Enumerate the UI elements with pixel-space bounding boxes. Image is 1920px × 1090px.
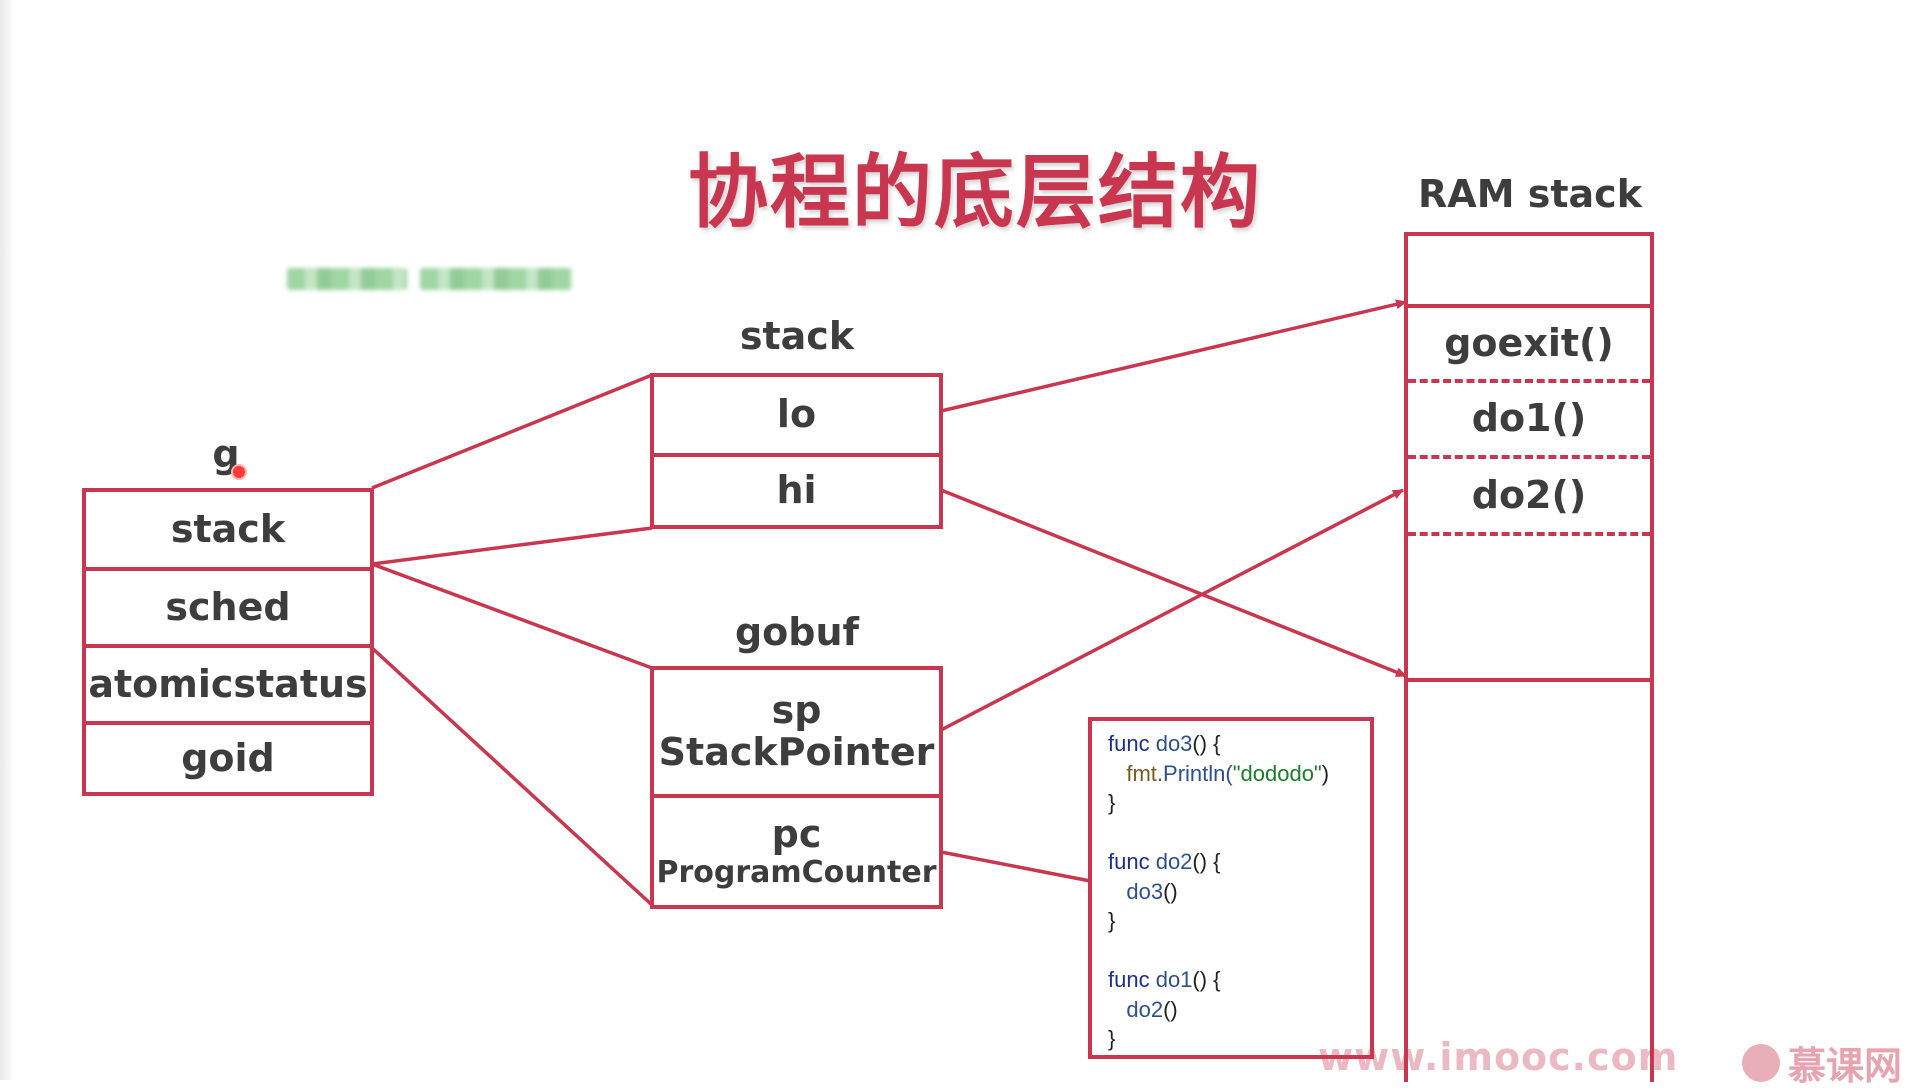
ram-stack-label: RAM stack xyxy=(1418,172,1642,216)
pc-name: pc xyxy=(771,812,822,857)
stack-field-lo: lo xyxy=(776,392,817,437)
ram-frame-lower xyxy=(1408,678,1650,1078)
code-token xyxy=(1108,761,1126,786)
g-struct-box: stack sched atomicstatus goid xyxy=(82,488,374,796)
lo-to-ram-arrow xyxy=(940,299,1407,413)
code-token: } xyxy=(1108,908,1116,933)
g-field-stack: stack xyxy=(170,506,286,551)
blurred-caption-2 xyxy=(420,268,572,290)
code-token: func xyxy=(1108,849,1156,874)
code-token: do3 xyxy=(1126,878,1164,904)
flame-icon xyxy=(1742,1043,1780,1082)
sp-to-ram-arrow xyxy=(940,488,1404,732)
stack-struct-box: lo hi xyxy=(650,373,943,529)
left-edge-shade xyxy=(0,0,14,1080)
ram-frame-do1: do1() xyxy=(1408,379,1650,455)
code-lines: func do3() { fmt.Println("dododo")}func … xyxy=(1108,729,1370,1054)
code-token: () xyxy=(1163,878,1178,904)
g-label: g xyxy=(212,432,240,476)
ram-frame-free xyxy=(1408,532,1650,678)
g-field-atomicstatus: atomicstatus xyxy=(86,644,370,721)
code-token: () { xyxy=(1192,849,1221,874)
code-line: do3() xyxy=(1108,877,1370,907)
sp-full-name: StackPointer xyxy=(658,730,935,774)
code-token: func xyxy=(1108,967,1156,992)
code-token: () xyxy=(1163,996,1178,1022)
code-token: ) xyxy=(1321,760,1330,786)
pc-to-code-arrow xyxy=(940,850,1117,890)
watermark-url: www.imooc.com xyxy=(1318,1035,1679,1079)
ram-stack-box: goexit() do1() do2() xyxy=(1404,232,1654,1082)
gobuf-label: gobuf xyxy=(734,610,860,654)
blurred-caption-1 xyxy=(287,268,407,290)
hi-to-ram-arrow xyxy=(940,488,1407,678)
ram-frame-goexit: goexit() xyxy=(1408,304,1650,379)
code-token: } xyxy=(1108,790,1116,815)
brand-logo: 慕课网 xyxy=(1742,1035,1902,1090)
ram-frame-empty xyxy=(1408,236,1650,304)
g-field-goid: goid xyxy=(86,721,370,792)
code-line xyxy=(1108,936,1370,966)
code-token: do2 xyxy=(1126,996,1164,1022)
code-token xyxy=(1108,879,1126,904)
g-atomicstatus-to-gobuf-bottom xyxy=(370,646,654,907)
gobuf-field-sp: sp StackPointer xyxy=(654,670,939,794)
code-token: do2 xyxy=(1155,849,1193,874)
code-line: func do1() { xyxy=(1108,965,1370,995)
code-token: "dododo" xyxy=(1232,760,1322,786)
g-stack-to-stack-bottom xyxy=(371,526,653,566)
sp-name: sp xyxy=(771,688,822,733)
code-line: fmt.Println("dododo") xyxy=(1108,759,1370,789)
g-sched-to-gobuf-top xyxy=(371,562,653,670)
code-token: .Println( xyxy=(1156,760,1233,786)
g-field-sched: sched xyxy=(86,567,370,644)
code-line: do2() xyxy=(1108,995,1370,1025)
code-snippet-box: func do3() { fmt.Println("dododo")}func … xyxy=(1088,717,1374,1059)
code-line: } xyxy=(1108,1024,1370,1054)
code-token: } xyxy=(1108,1026,1116,1051)
gobuf-struct-box: sp StackPointer pc ProgramCounter xyxy=(650,666,943,909)
ram-frame-do2: do2() xyxy=(1408,455,1650,532)
code-token: () { xyxy=(1192,967,1221,992)
code-token: do1 xyxy=(1155,967,1193,992)
g-stack-to-stack-top xyxy=(371,373,653,490)
gobuf-field-pc: pc ProgramCounter xyxy=(654,794,939,905)
code-line: func do3() { xyxy=(1108,729,1370,759)
code-line: } xyxy=(1108,906,1370,936)
code-line: } xyxy=(1108,788,1370,818)
slide-title: 协程的底层结构 xyxy=(688,146,1262,239)
code-line xyxy=(1108,818,1370,848)
code-token: func xyxy=(1108,731,1156,756)
code-line: func do2() { xyxy=(1108,847,1370,877)
stack-field-hi: hi xyxy=(654,453,939,525)
code-token xyxy=(1108,997,1126,1022)
pc-full-name: ProgramCounter xyxy=(656,854,937,890)
code-token: () { xyxy=(1192,731,1221,756)
code-token: fmt xyxy=(1126,760,1157,786)
pointer-cursor xyxy=(231,464,247,480)
brand-logo-text: 慕课网 xyxy=(1788,1044,1903,1088)
stack-label: stack xyxy=(739,314,855,358)
code-token: do3 xyxy=(1155,731,1193,756)
